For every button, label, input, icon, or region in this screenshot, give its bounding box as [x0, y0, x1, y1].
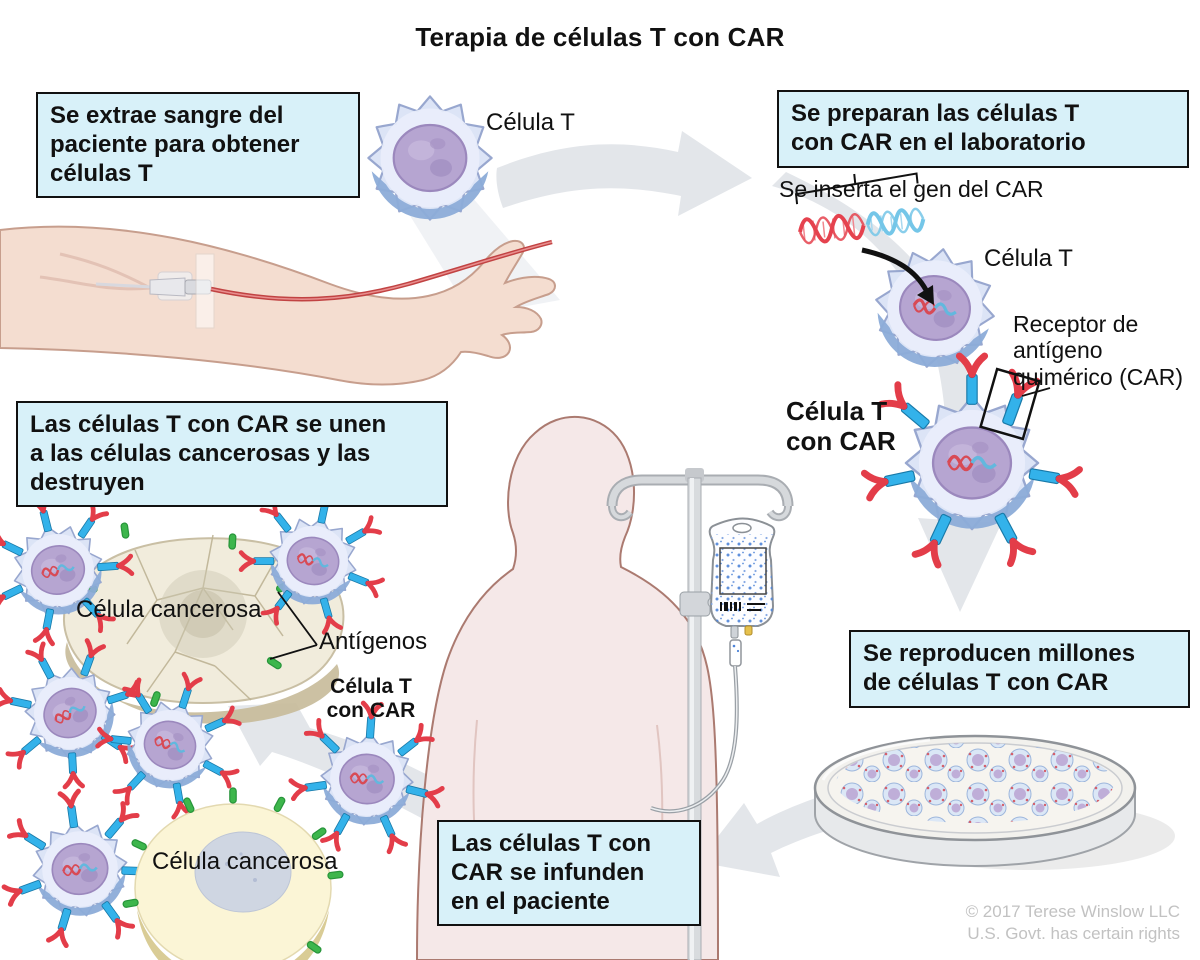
bag-label: [719, 547, 767, 595]
label-antigens: Antígenos: [319, 628, 428, 655]
step-box-extract-blood: Se extrae sangre del paciente para obten…: [36, 92, 360, 199]
step-box-infuse-patient: Las células T con CAR se infunden en el …: [437, 820, 701, 927]
gene-insertion-arrow: [861, 247, 934, 305]
cancer-cell-single-illustration: [134, 803, 332, 960]
petri-dish-cells: [836, 743, 1114, 823]
receptor-callout-box: [979, 367, 1041, 441]
iv-catheter: [149, 277, 186, 297]
label-car-t-cell-mid: Célula T con CAR: [326, 675, 416, 723]
label-cancer-cell-cluster: Célula cancerosa: [76, 596, 262, 623]
flow-arrow-lab-to-multiply: [772, 172, 1002, 612]
step-box-prepare-car-t: Se preparan las células T con CAR en el …: [777, 90, 1189, 168]
receptor-leader-line: [1021, 387, 1051, 397]
page-title: Terapia de células T con CAR: [415, 22, 785, 52]
drip-chamber: [729, 639, 742, 667]
flow-arrow-extract-to-lab: [496, 131, 752, 216]
pole-clamp: [679, 591, 711, 617]
dna-bracket: [794, 172, 919, 205]
copyright-credit: © 2017 Terese Winslow LLC U.S. Govt. has…: [965, 902, 1180, 944]
iv-bag: [650, 517, 776, 814]
label-t-cell-top: Célula T: [486, 109, 575, 136]
label-cancer-cell-single: Célula cancerosa: [152, 848, 338, 875]
step-box-attack-cancer: Las células T con CAR se unen a las célu…: [16, 401, 448, 508]
iv-needle: [95, 282, 153, 289]
gene-dna-illustration: [794, 172, 926, 245]
bag-barcode: [720, 602, 741, 611]
label-t-cell-lab: Célula T: [984, 245, 1073, 272]
label-insert-gene: Se inserta el gen del CAR: [779, 176, 1044, 202]
receptor-callout: [979, 367, 1051, 441]
bag-hanger-hole: [732, 522, 752, 534]
label-receptor-car: Receptor de antígeno quimérico (CAR): [1013, 311, 1183, 390]
label-car-t-cell: Célula T con CAR: [786, 396, 896, 456]
step-box-multiply-cells: Se reproducen millones de células T con …: [849, 630, 1190, 708]
antigen-leader-lines: [269, 591, 318, 660]
blood-draw-arm-illustration: [0, 225, 556, 386]
petri-dish-illustration: [813, 734, 1175, 870]
